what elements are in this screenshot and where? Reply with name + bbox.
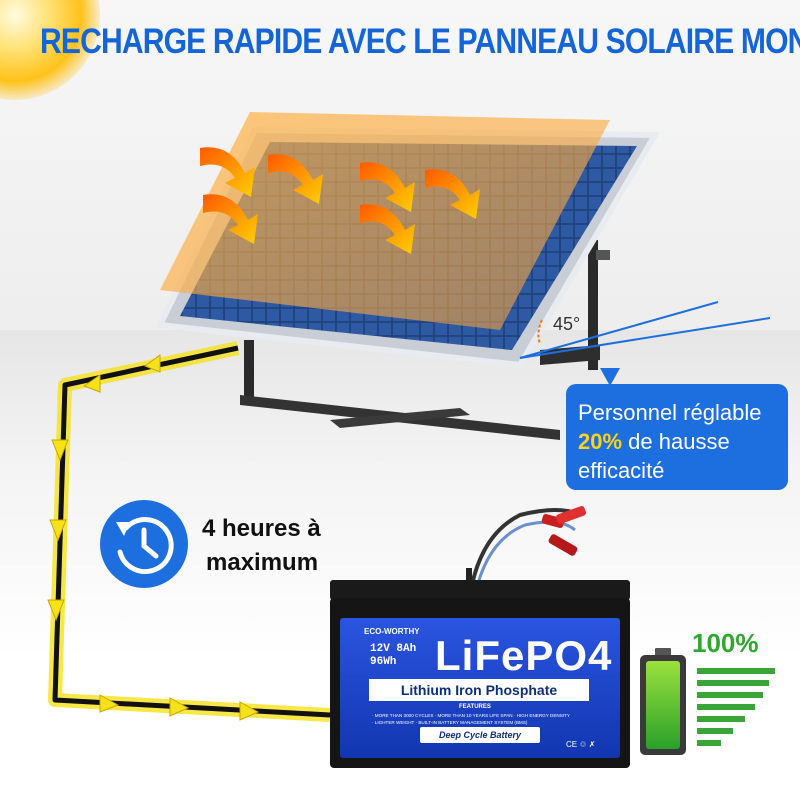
battery-spec: 12V 8Ah 96Wh bbox=[370, 643, 416, 669]
panel-stand bbox=[240, 240, 610, 440]
info-box-pointer bbox=[600, 368, 620, 386]
heat-arrow-icon bbox=[200, 147, 480, 254]
headline: RECHARGE RAPIDE AVEC LE PANNEAU SOLAIRE … bbox=[40, 22, 800, 61]
battery-energy: 96Wh bbox=[370, 656, 397, 668]
info-line-3: efficacité bbox=[578, 458, 665, 483]
angle-indicator bbox=[519, 301, 771, 359]
info-line-1: Personnel réglable bbox=[578, 400, 762, 425]
charge-time: 4 heures à maximum bbox=[200, 512, 321, 580]
info-highlight: 20% bbox=[578, 429, 623, 454]
battery-features-row-1: · MORE THAN 3000 CYCLES · MORE THAN 10 Y… bbox=[372, 713, 570, 718]
charge-percent: 100% bbox=[692, 628, 759, 658]
charge-time-line-1: 4 heures à bbox=[202, 515, 321, 542]
clock-icon bbox=[100, 500, 188, 588]
charge-time-line-2: maximum bbox=[206, 549, 319, 576]
battery-features-row-2: · LIGHTER WEIGHT · BUILT-IN BATTERY MANA… bbox=[372, 720, 528, 725]
battery-marks: CE ♲ ✗ bbox=[566, 740, 596, 749]
battery-brand: ECO-WORTHY bbox=[364, 627, 420, 636]
battery-type: Deep Cycle Battery bbox=[420, 727, 540, 743]
battery-features-title: FEATURES bbox=[459, 704, 491, 710]
battery-voltage: 12V 8Ah bbox=[370, 643, 417, 655]
info-line-2: 20% de hausse bbox=[578, 427, 778, 456]
battery-chemistry: LiFePO4 bbox=[435, 632, 613, 679]
battery-clamps bbox=[466, 506, 586, 596]
info-callout: Personnel réglable 20% de hausse efficac… bbox=[566, 384, 788, 490]
battery-subtitle: Lithium Iron Phosphate bbox=[369, 679, 589, 701]
angle-label: 45° bbox=[553, 314, 580, 334]
battery-full-icon bbox=[640, 648, 775, 755]
charge-wire bbox=[47, 341, 331, 722]
info-line-2-rest: de hausse bbox=[622, 429, 730, 454]
